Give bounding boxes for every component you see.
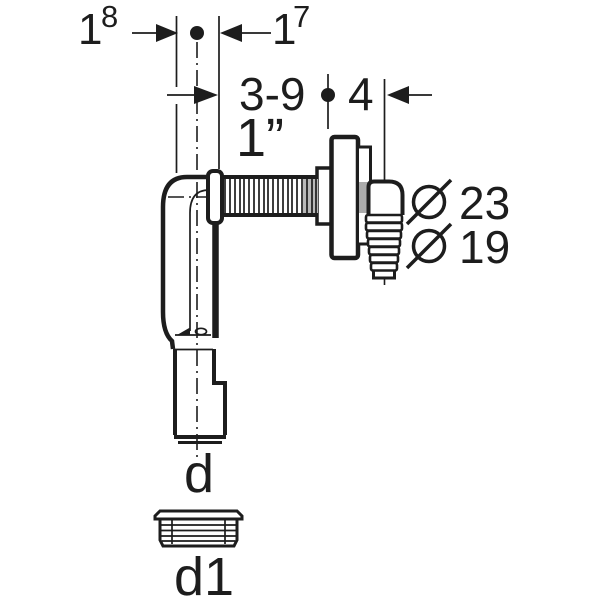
- wall-flange: [329, 134, 361, 261]
- elbow-inner-edge: [189, 189, 210, 331]
- dimension-label-wall-to-axis: 4: [348, 68, 374, 120]
- thread-size-label: 1”: [236, 108, 284, 168]
- barb-ridge: [368, 253, 400, 264]
- dimension-label-17: 17: [272, 0, 310, 54]
- dim-arrow-left-icon: [220, 24, 242, 42]
- diameter-symbol-slash: [405, 178, 453, 226]
- dim-17-main: 1: [272, 5, 296, 54]
- diameter-23-label: 23: [405, 177, 510, 229]
- adapter-tick-lines: [171, 520, 226, 544]
- adapter-label: d1: [174, 547, 234, 600]
- diameter-19-value: 19: [459, 221, 510, 273]
- outlet-elbow: [366, 179, 405, 215]
- outlet-label: d: [184, 444, 214, 504]
- inlet-elbow: [160, 174, 219, 351]
- diameter-symbol-slash: [405, 222, 453, 270]
- dim-17-sup: 7: [293, 0, 310, 34]
- dim-axis-dot-icon: [190, 26, 204, 40]
- tailpiece-right-wall: [212, 349, 227, 435]
- thread-lines: [224, 179, 317, 213]
- hub-shading: [359, 182, 369, 213]
- adapter-thread-lines: [161, 524, 236, 542]
- dim-arrow-left-icon: [387, 86, 409, 104]
- dim-18-main: 1: [78, 5, 102, 54]
- barb-ridge: [367, 245, 401, 256]
- dimension-lines: [132, 16, 432, 459]
- diameter-symbol-icon: [411, 228, 447, 264]
- dim-arrow-right-icon: [156, 24, 178, 42]
- elbow-outer-edge: [160, 174, 208, 350]
- bell-crimp-icon: [177, 327, 190, 335]
- dimension-label-18: 18: [78, 0, 118, 54]
- dim-arrow-right-icon: [194, 86, 218, 104]
- diameter-19-label: 19: [405, 221, 510, 273]
- trap-inlet-pipe: [173, 349, 227, 444]
- barb-ridge: [364, 213, 404, 224]
- bell-crimp-detail: [194, 327, 208, 336]
- barb-ridge: [365, 229, 403, 240]
- dimension-label-wall-range: 3-9: [239, 68, 305, 120]
- dim-18-sup: 8: [101, 0, 118, 34]
- thread-walls: [222, 175, 318, 217]
- barb-ridge: [369, 261, 399, 272]
- adapter-cap: [153, 509, 244, 521]
- diameter-symbol-icon: [411, 184, 447, 220]
- barb-ridge: [364, 221, 404, 232]
- thread-collar: [206, 169, 224, 225]
- thread-adapter-ring: [153, 509, 244, 548]
- diameter-23-value: 23: [459, 177, 510, 229]
- threaded-pipe: [222, 175, 318, 217]
- hose-barb: [364, 213, 404, 280]
- barb-ridge: [366, 237, 402, 248]
